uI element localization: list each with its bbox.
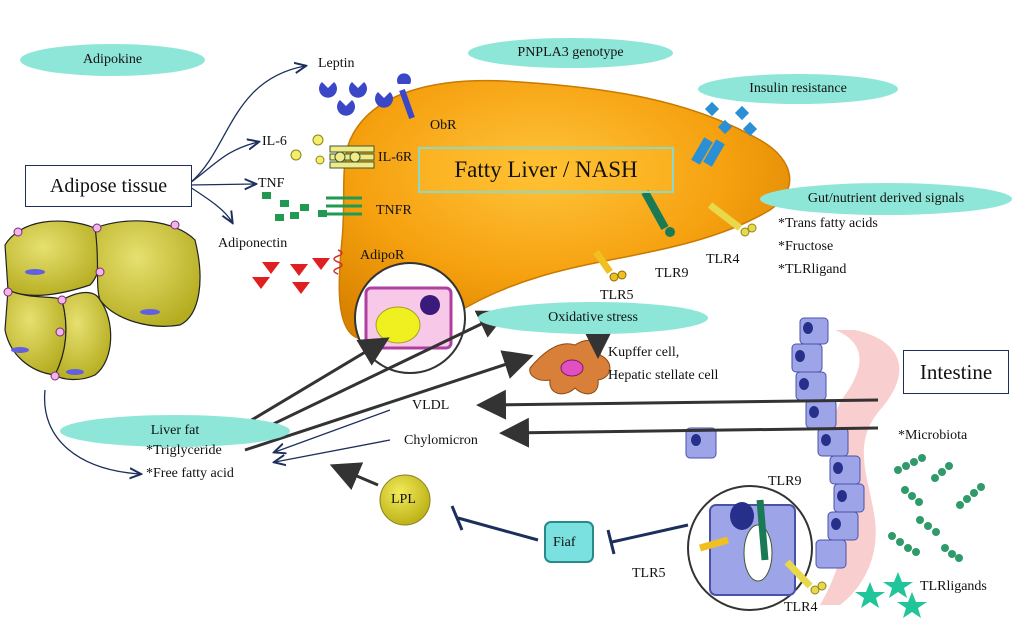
adipokine-label: Adipokine [20, 44, 205, 76]
adiponectin-molecules [252, 258, 330, 294]
lpl-circle [379, 474, 431, 526]
stellate-label: Hepatic stellate cell [608, 368, 719, 383]
insulin-receptor [691, 137, 725, 167]
microbiota [888, 454, 985, 562]
adipor-receptor [333, 249, 343, 275]
liver-fat-label: Liver fat [60, 415, 290, 447]
trans-fatty-acids-label: *Trans fatty acids [778, 216, 878, 231]
intestine-label: Intestine [903, 350, 1009, 394]
tnf-label: TNF [258, 176, 285, 191]
obr-receptor [396, 73, 415, 120]
il6r-label: IL-6R [378, 150, 413, 165]
leptin-label: Leptin [318, 56, 355, 71]
tlr9-liver-receptor [641, 190, 675, 237]
fatty-liver-nash-title: Fatty Liver / NASH [418, 147, 674, 193]
adipocyte-nuclei [11, 269, 160, 375]
tlrligands-label: TLRligands [920, 579, 987, 594]
hepatocyte-nucleus [420, 295, 440, 315]
fructose-label: *Fructose [778, 239, 834, 254]
fiaf-box [544, 521, 594, 563]
adipor-label: AdipoR [360, 248, 405, 263]
il6r-receptor [329, 145, 375, 169]
detached-enterocyte [685, 427, 717, 459]
tlrligand-label: *TLRligand [778, 262, 847, 277]
obr-label: ObR [430, 118, 457, 133]
tlr5-liver-receptor [593, 249, 627, 282]
liver-shape [338, 79, 791, 339]
adiponectin-label: Adiponectin [218, 236, 288, 251]
tnf-molecules [262, 192, 327, 221]
tlr-ligand-stars [855, 572, 927, 618]
tlr4-gut-label: TLR4 [784, 600, 818, 615]
oxidative-stress-label: Oxidative stress [478, 302, 708, 334]
fiaf-label: Fiaf [553, 535, 576, 550]
tlr4-liver-label: TLR4 [706, 252, 740, 267]
tlr4-liver-receptor [707, 202, 757, 237]
lipid-droplet [375, 306, 421, 344]
microbiota-label: *Microbiota [898, 428, 968, 443]
tnfr-receptor [326, 196, 362, 216]
il6-label: IL-6 [262, 134, 287, 149]
gut-signals-label: Gut/nutrient derived signals [760, 183, 1012, 215]
tlr5-liver-label: TLR5 [600, 288, 634, 303]
adipose-cells [4, 220, 201, 381]
insulin-molecules [704, 101, 758, 137]
pnpla3-label: PNPLA3 genotype [468, 38, 673, 68]
free-fatty-acid-label: *Free fatty acid [146, 466, 234, 481]
kupffer-label: Kupffer cell, [608, 345, 680, 360]
tlr5-gut-label: TLR5 [632, 566, 666, 581]
il6-molecules [290, 134, 325, 165]
leptin-molecules [318, 82, 393, 116]
chylomicron-label: Chylomicron [404, 433, 478, 448]
tnfr-label: TNFR [376, 203, 412, 218]
vldl-label: VLDL [412, 398, 450, 413]
adipose-tissue-label: Adipose tissue [25, 165, 192, 207]
tlr9-gut-label: TLR9 [768, 474, 802, 489]
triglyceride-label: *Triglyceride [146, 443, 222, 458]
insulin-resistance-label: Insulin resistance [698, 74, 898, 104]
lpl-label: LPL [391, 492, 416, 507]
tlr9-liver-label: TLR9 [655, 266, 689, 281]
